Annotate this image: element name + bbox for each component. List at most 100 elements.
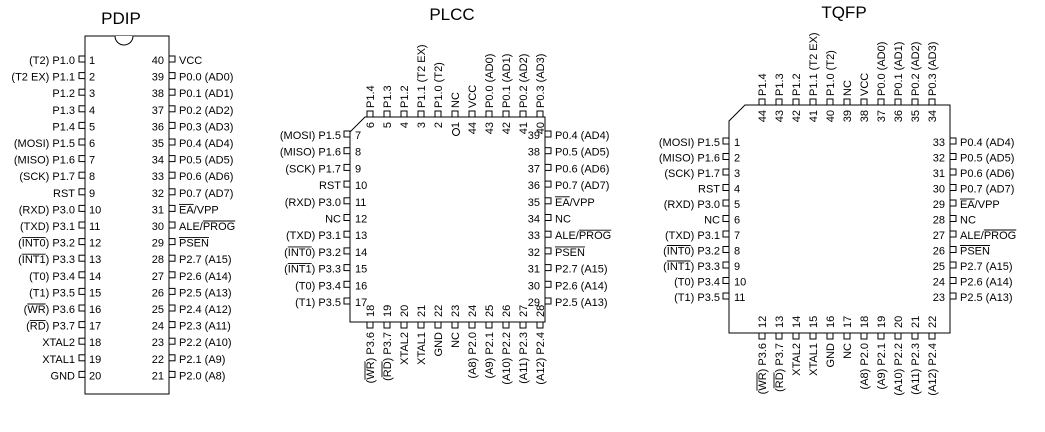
plcc-pin-pad (343, 214, 351, 221)
tqfp-pin-pad (792, 98, 800, 106)
tqfp-pin-pad (894, 98, 902, 106)
pdip-pin-number: 18 (89, 337, 101, 349)
pdip-pin-pad (78, 121, 86, 129)
pdip-pin-label: (T0) P3.4 (29, 271, 75, 283)
pdip-pin-pad (78, 238, 86, 246)
plcc-pin-number: 34 (528, 214, 540, 226)
plcc-pin-label: P0.2 (AD2) (518, 54, 530, 108)
pdip-pin-label: RST (53, 188, 75, 200)
plcc-pin-label: P0.4 (AD4) (555, 130, 609, 142)
plcc-pin-number: 29 (528, 297, 540, 309)
pdip-pin-pad (78, 321, 86, 329)
pdip-pin-number: 34 (152, 155, 164, 167)
pdip-pin-number: 5 (89, 121, 95, 133)
pdip-pin-pad (78, 254, 86, 262)
pdip-pin-label: P2.2 (A10) (179, 337, 232, 349)
tqfp-pin-label: (A8) P2.0 (859, 343, 871, 389)
plcc-pin-number: 44 (467, 122, 479, 134)
plcc-pin-label: XTAL2 (399, 332, 411, 365)
tqfp-pin-number: 12 (757, 316, 769, 328)
tqfp-pin-number: 6 (734, 215, 740, 227)
tqfp-pin-label: P0.6 (AD6) (960, 168, 1014, 180)
pdip-pin-pad (168, 138, 176, 146)
plcc-pin-label: (TXD) P3.1 (286, 230, 341, 242)
plcc-pin-number: 3 (416, 122, 428, 128)
tqfp-pin-pad (928, 98, 936, 106)
tqfp-pin-label: ALE/PROG (960, 230, 1016, 242)
pdip-pin-label: P0.6 (AD6) (179, 171, 233, 183)
plcc-pin-label: VCC (467, 85, 479, 108)
plcc-pin-number: 42 (501, 122, 513, 134)
plcc-pin-pad (544, 230, 552, 238)
pdip-pin-number: 12 (89, 238, 101, 250)
plcc-pin-label: P0.3 (AD3) (535, 54, 547, 108)
plcc-pin-label: (A11) P2.3 (518, 332, 530, 384)
tqfp-pin-number: 18 (859, 316, 871, 328)
pdip-pin-label: P1.3 (52, 105, 75, 117)
pdip-pin-number: 1 (89, 55, 95, 67)
plcc-pin-label: ALE/PROG (555, 230, 611, 242)
pdip-pin-number: 40 (152, 55, 164, 67)
tqfp-pin-label: (RXD) P3.0 (664, 199, 720, 211)
pdip-pin-label: P0.5 (AD5) (179, 155, 233, 167)
tqfp-pin-number: 20 (893, 316, 905, 328)
pdip-pin-label: P0.7 (AD7) (179, 188, 233, 200)
pdip-pin-number: 10 (89, 204, 101, 216)
plcc-pin1-marker (452, 128, 460, 136)
plcc-pin-number: 38 (528, 147, 540, 159)
plcc-pin-pad (366, 110, 374, 118)
plcc-pin-pad (343, 297, 351, 305)
pdip-pin-label: P2.4 (A12) (179, 304, 232, 316)
plcc-pin-number: 24 (467, 305, 479, 317)
plcc-pin-pad (343, 264, 351, 272)
pdip-pin-number: 24 (152, 321, 164, 333)
plcc-pin-pad (343, 280, 351, 288)
tqfp-pin-pad (792, 332, 800, 340)
plcc-pin-label: P0.1 (AD1) (501, 54, 513, 108)
pdip-title: PDIP (101, 9, 141, 28)
pdip-notch (114, 35, 134, 46)
pdip-pin-pad (168, 204, 176, 212)
plcc-pin-number: 40 (535, 122, 547, 134)
plcc-pin-label: P1.4 (365, 85, 377, 108)
tqfp-pin-pad (911, 98, 919, 106)
tqfp-pin-pad (949, 246, 957, 253)
plcc-pin-number: 25 (484, 305, 496, 317)
tqfp-pin-label: P1.0 (T2) (825, 50, 837, 96)
pdip-pin-number: 15 (89, 287, 101, 299)
pdip-pin-number: 19 (89, 354, 101, 366)
pdip-pin-number: 20 (89, 370, 101, 382)
pdip-pin-number: 21 (152, 370, 164, 382)
plcc-pin-pad (343, 180, 351, 188)
pdip-pin-pad (168, 337, 176, 345)
plcc-pin-pad (502, 321, 510, 329)
pdip-pin-label: (RXD) P3.0 (19, 204, 75, 216)
plcc-pin-pad (502, 110, 510, 118)
tqfp-pin-label: (T0) P3.4 (674, 277, 720, 289)
pdip-pin-pad (78, 337, 86, 345)
pdip-pin-pad (168, 55, 176, 63)
pdip-pin-number: 30 (152, 221, 164, 233)
tqfp-pin-number: 41 (808, 110, 820, 122)
tqfp-pin-number: 13 (774, 316, 786, 328)
tqfp-pin-number: 42 (791, 110, 803, 122)
plcc-pin-label: P0.0 (AD0) (484, 54, 496, 108)
plcc-pin-number: 1 (450, 122, 462, 128)
plcc-pin-pad (544, 214, 552, 221)
pdip-pin-pad (78, 138, 86, 146)
pdip-pin-number: 25 (152, 304, 164, 316)
plcc-pin-label: P0.7 (AD7) (555, 180, 609, 192)
plcc-pin-label: P0.6 (AD6) (555, 163, 609, 175)
tqfp-pin-label: P1.2 (791, 73, 803, 96)
pdip-pin-pad (78, 72, 86, 80)
pdip-pin-label: P0.3 (AD3) (179, 121, 233, 133)
pdip-pin-label: P2.6 (A14) (179, 271, 232, 283)
tqfp-pin-number: 21 (910, 316, 922, 328)
tqfp-pin-label: P0.0 (AD0) (876, 42, 888, 96)
plcc-pin-number: 4 (399, 122, 411, 128)
tqfp-pin-pad (722, 199, 730, 207)
tqfp-pin-label: NC (960, 215, 976, 227)
plcc-pin-pad (343, 147, 351, 155)
plcc-pin-pad (417, 110, 425, 118)
pdip-pin-pad (78, 88, 86, 96)
